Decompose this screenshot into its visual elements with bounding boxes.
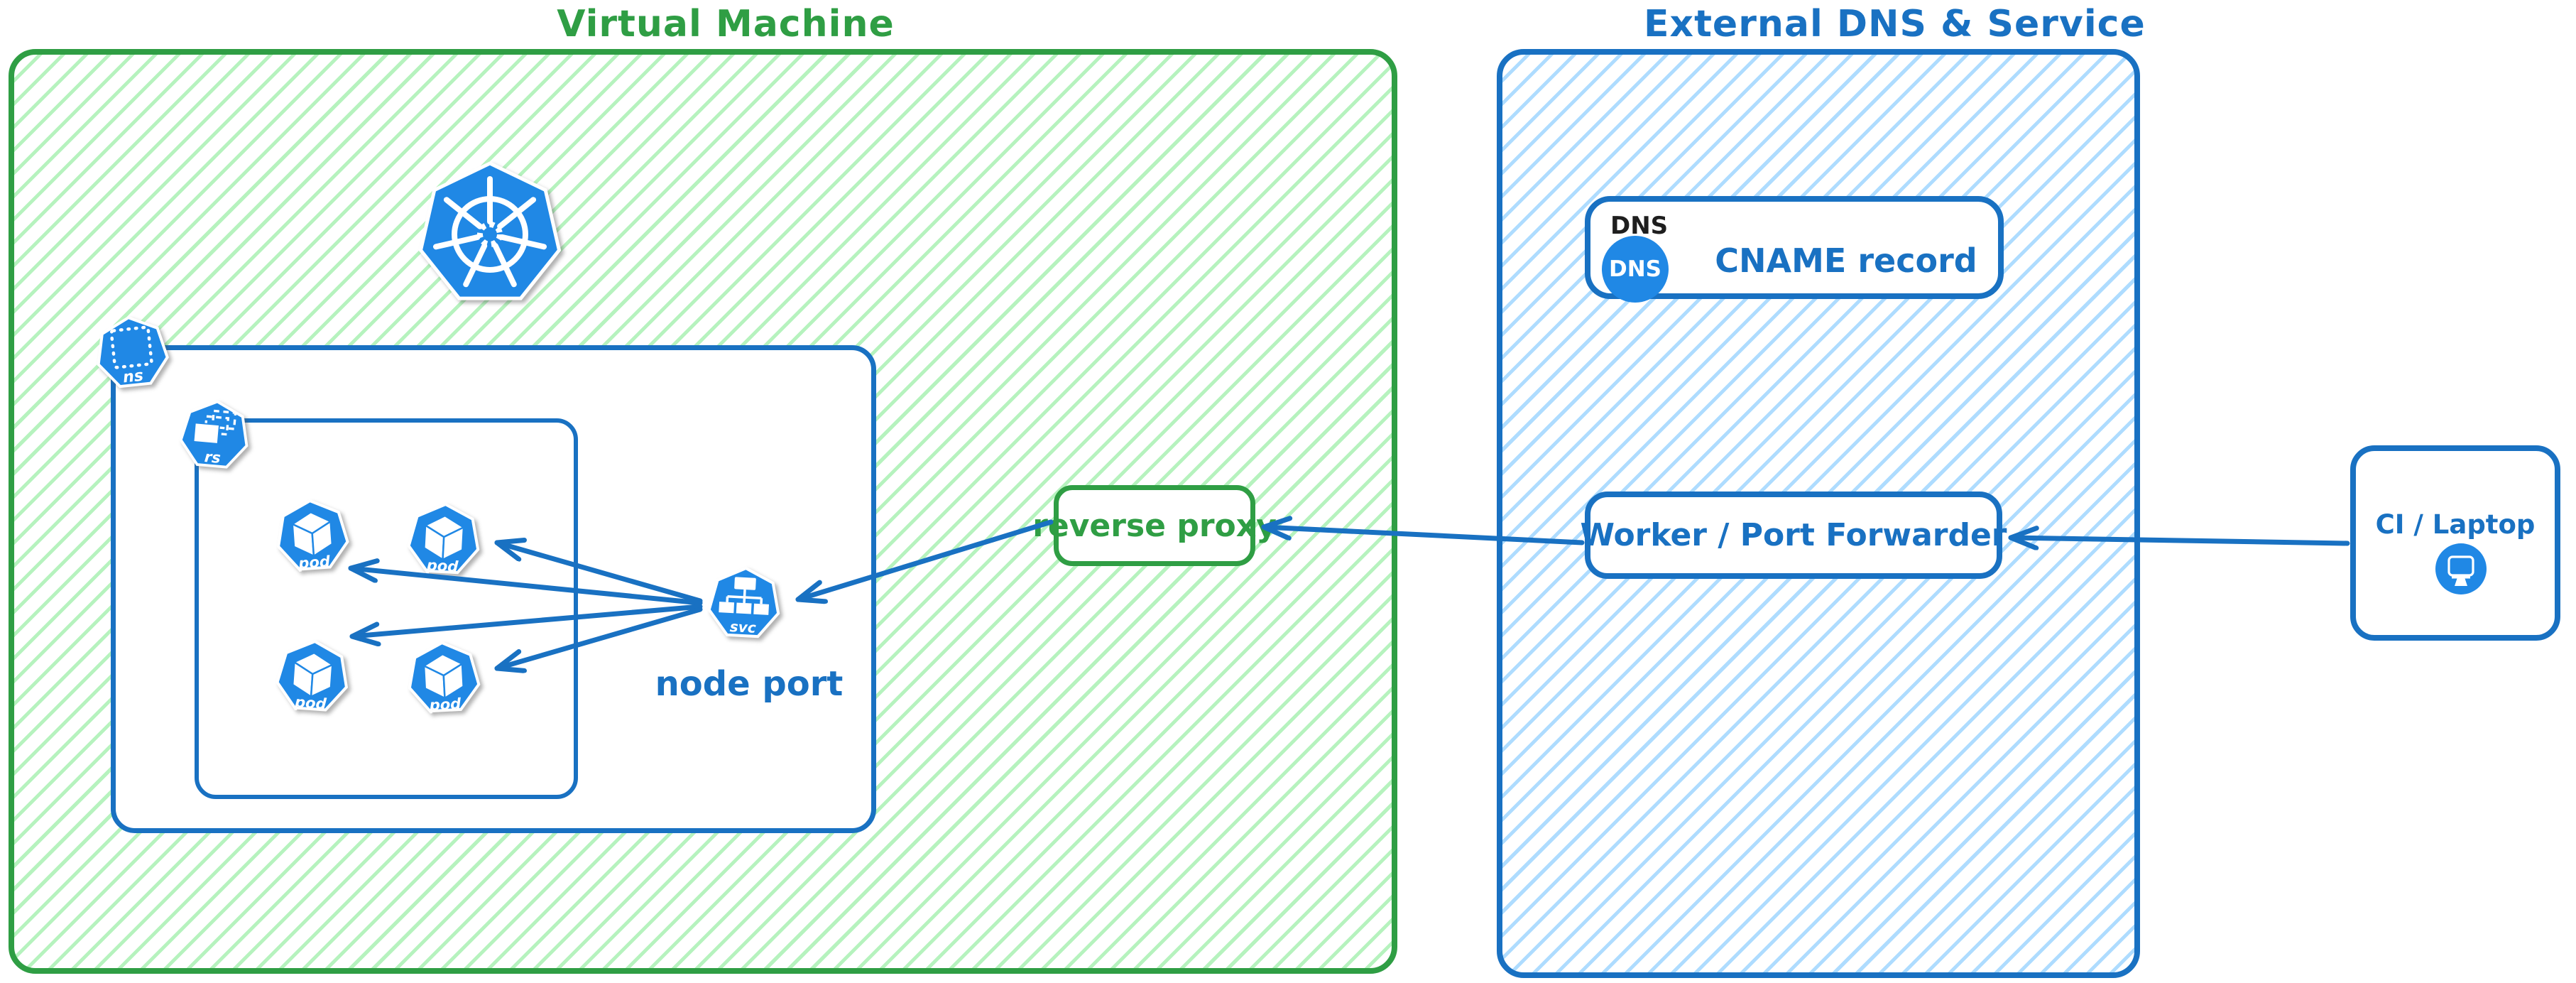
replicaset-icon-label: rs <box>204 448 222 467</box>
namespace-icon: ns <box>97 316 169 389</box>
monitor-icon-glyph <box>2447 555 2474 586</box>
pod-icon-label: pod <box>428 695 462 714</box>
ci-laptop-label: CI / Laptop <box>2375 509 2536 540</box>
reverse-proxy-label: reverse proxy <box>1032 507 1277 544</box>
namespace-icon-label: ns <box>122 367 144 387</box>
dns-badge-icon: DNS <box>1602 236 1669 303</box>
kubernetes-logo-icon <box>418 161 562 300</box>
pod-icon-label: pod <box>293 693 327 712</box>
monitor-icon <box>2435 543 2487 594</box>
service-icon-label: svc <box>729 618 756 636</box>
replicaset-icon: rs <box>179 400 249 469</box>
external-dns-title: External DNS & Service <box>1644 3 2146 45</box>
dns-tag-label: DNS <box>1610 212 1669 240</box>
worker-port-forwarder-box: Worker / Port Forwarder <box>1580 492 2007 579</box>
pod-icon: pod <box>407 502 480 575</box>
pod-icon-label: pod <box>298 553 332 572</box>
pod-icon: pod <box>275 639 349 712</box>
reverse-proxy-box: reverse proxy <box>1032 485 1277 566</box>
pod-icon: pod <box>408 641 481 714</box>
node-port-caption: node port <box>655 664 844 704</box>
pod-icon: pod <box>276 499 349 572</box>
cname-record-label: CNAME record <box>1715 241 1977 280</box>
pod-icon-label: pod <box>425 557 459 575</box>
worker-port-forwarder-label: Worker / Port Forwarder <box>1580 517 2007 553</box>
ci-laptop-box: CI / Laptop <box>2350 445 2560 641</box>
service-icon: svc <box>707 566 780 639</box>
virtual-machine-title: Virtual Machine <box>557 3 895 45</box>
dns-record-box: DNS DNS CNAME record <box>1585 196 2004 303</box>
